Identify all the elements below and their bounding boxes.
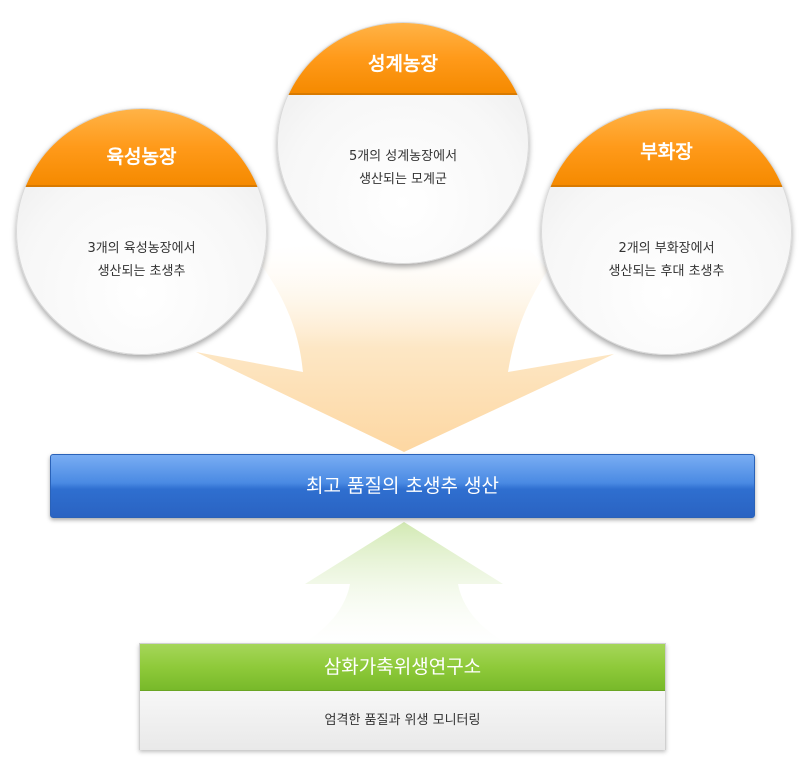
production-banner: 최고 품질의 초생추 생산 bbox=[50, 454, 755, 518]
hatchery-circle: 부화장 2개의 부화장에서 생산되는 후대 초생추 bbox=[541, 108, 792, 355]
breeding-farm-desc: 3개의 육성농장에서 생산되는 초생추 bbox=[17, 237, 266, 283]
layer-farm-title: 성계농장 bbox=[278, 23, 528, 95]
hatchery-desc-line1: 2개의 부화장에서 bbox=[618, 241, 715, 256]
hatchery-desc: 2개의 부화장에서 생산되는 후대 초생추 bbox=[542, 237, 791, 283]
institute-title: 삼화가축위생연구소 bbox=[140, 644, 665, 691]
breeding-farm-desc-line2: 생산되는 초생추 bbox=[97, 264, 186, 279]
layer-farm-circle: 성계농장 5개의 성계농장에서 생산되는 모계군 bbox=[277, 22, 529, 264]
layer-farm-desc-line2: 생산되는 모계군 bbox=[359, 172, 447, 187]
upward-arrow bbox=[300, 522, 510, 645]
layer-farm-desc-line1: 5개의 성계농장에서 bbox=[348, 149, 458, 164]
converging-arrow bbox=[196, 242, 614, 452]
hatchery-title: 부화장 bbox=[542, 109, 791, 187]
institute-desc: 엄격한 품질과 위생 모니터링 bbox=[140, 691, 665, 750]
institute-box: 삼화가축위생연구소 엄격한 품질과 위생 모니터링 bbox=[139, 643, 666, 750]
breeding-farm-circle: 육성농장 3개의 육성농장에서 생산되는 초생추 bbox=[16, 108, 267, 355]
breeding-farm-desc-line1: 3개의 육성농장에서 bbox=[87, 241, 196, 256]
breeding-farm-title: 육성농장 bbox=[17, 109, 266, 187]
layer-farm-desc: 5개의 성계농장에서 생산되는 모계군 bbox=[278, 145, 528, 191]
hatchery-desc-line2: 생산되는 후대 초생추 bbox=[608, 264, 725, 279]
